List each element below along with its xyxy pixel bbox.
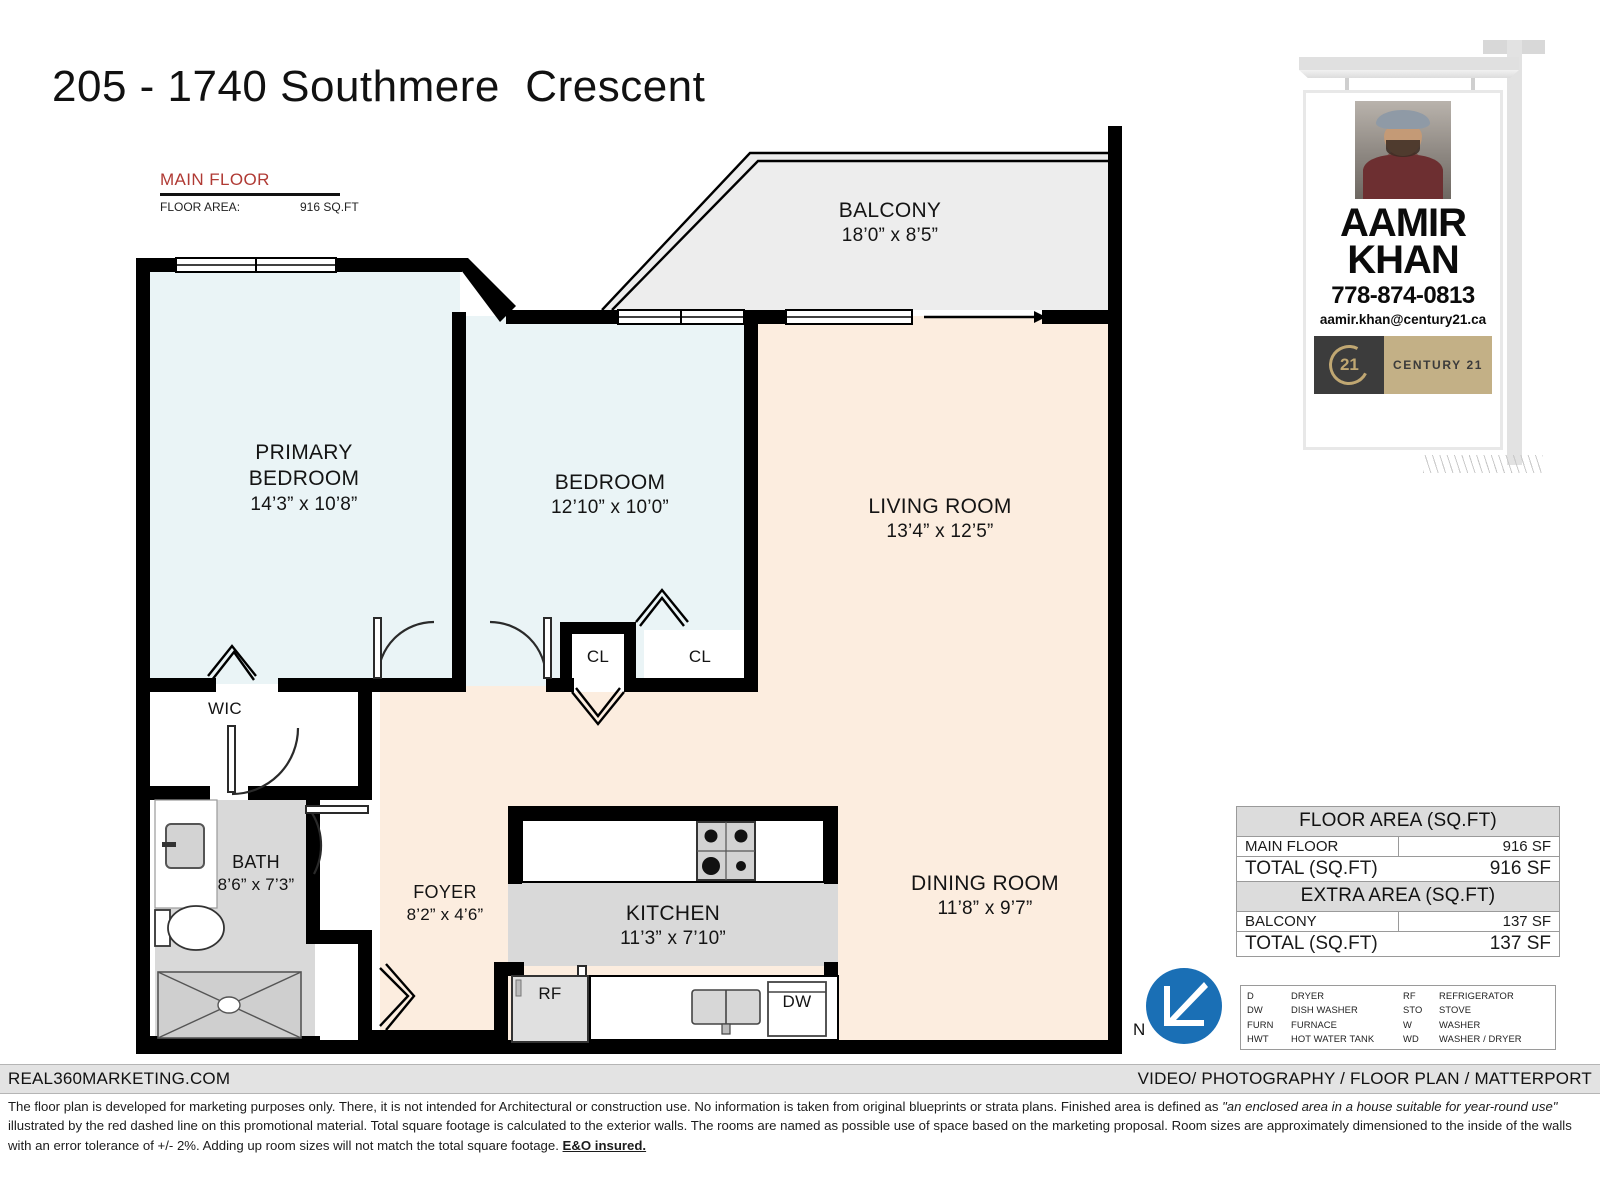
floor-area-total-value: 916 SF (1398, 856, 1560, 882)
disclaimer-text: The floor plan is developed for marketin… (8, 1097, 1592, 1155)
agent-name: AAMIR KHAN (1339, 201, 1467, 282)
doors (207, 588, 689, 1041)
brand-mark-text: 21 (1339, 354, 1359, 374)
extra-area-header: EXTRA AREA (SQ.FT) (1236, 881, 1560, 912)
sign-arm-shadow (1299, 70, 1519, 78)
abbrev-meaning: FURNACE (1291, 1018, 1338, 1030)
extra-area-total-label: TOTAL (SQ.FT) (1236, 931, 1398, 957)
kitchen-fixtures (511, 819, 839, 1043)
main-floor-area-label: FLOOR AREA: (160, 200, 241, 214)
abbrev-meaning2: REFRIGERATOR (1439, 990, 1514, 1001)
walls (136, 126, 1122, 1054)
balcony-floor (604, 153, 1122, 310)
floor-area-header: FLOOR AREA (SQ.FT) (1236, 806, 1560, 837)
floor-area-row-label: MAIN FLOOR (1236, 836, 1399, 857)
refrigerator-icon (511, 975, 589, 1043)
disclaimer-quote: "an enclosed area in a house suitable fo… (1222, 1099, 1558, 1114)
abbrev-code2: W (1403, 1018, 1412, 1030)
table-row: MAIN FLOOR 916 SF (1236, 836, 1560, 857)
table-row: BALCONY 137 SF (1236, 911, 1560, 932)
wic-floor (155, 684, 369, 794)
abbrev-meaning2: STOVE (1439, 1004, 1472, 1016)
abbrev-meaning: DISH WASHER (1291, 1004, 1358, 1016)
table-row: TOTAL (SQ.FT) 916 SF (1236, 856, 1560, 882)
abbrev-meaning: HOT WATER TANK (1291, 1032, 1375, 1044)
main-floor-caption: MAIN FLOOR FLOOR AREA: 916 SQ.FT (160, 170, 390, 214)
agent-last-name: KHAN (1347, 237, 1460, 282)
disclaimer-eo: E&O insured. (562, 1137, 647, 1153)
floor-area-row-value: 916 SF (1397, 836, 1560, 857)
ground-hatch (1423, 455, 1543, 473)
dishwasher-icon (767, 981, 827, 1037)
abbrev-code2: WD (1403, 1032, 1419, 1044)
kitchen-floor (508, 880, 838, 966)
brand-logo: 21 CENTURY 21 (1314, 335, 1492, 394)
page-title: 205 - 1740 Southmere Crescent (52, 62, 706, 111)
abbrev-code2: STO (1403, 1004, 1423, 1016)
extra-area-table: EXTRA AREA (SQ.FT) BALCONY 137 SF TOTAL … (1236, 881, 1560, 957)
shower-icon (157, 971, 302, 1039)
agent-sign-card: AAMIR KHAN 778-874-0813 aamir.khan@centu… (1303, 90, 1503, 450)
abbrev-code: D (1247, 990, 1254, 1001)
abbrev-meaning2: WASHER / DRYER (1439, 1032, 1522, 1044)
extra-area-total-value: 137 SF (1398, 931, 1560, 957)
closet1-floor (568, 630, 630, 692)
main-floor-area-row: FLOOR AREA: 916 SQ.FT (160, 200, 390, 214)
abbreviation-legend: D DRYER RF REFRIGERATOR DW DISH WASHER S… (1240, 985, 1556, 1050)
footer-services: VIDEO/ PHOTOGRAPHY / FLOOR PLAN / MATTER… (1137, 1069, 1592, 1088)
toilet-icon (154, 905, 225, 951)
sink-icon (691, 989, 761, 1035)
compass-icon (1146, 968, 1222, 1044)
floor-area-table: FLOOR AREA (SQ.FT) MAIN FLOOR 916 SF TOT… (1236, 806, 1560, 882)
disclaimer-part-2: illustrated by the red dashed line on th… (8, 1118, 1572, 1153)
footer-bar: REAL360MARKETING.COM VIDEO/ PHOTOGRAPHY … (0, 1064, 1600, 1094)
abbrev-code: HWT (1247, 1032, 1269, 1044)
agent-email[interactable]: aamir.khan@century21.ca (1319, 311, 1487, 327)
century21-mark-icon: 21 (1314, 335, 1384, 394)
extra-area-row-value: 137 SF (1397, 911, 1560, 932)
bath-fixtures (154, 799, 302, 1039)
abbrev-code: DW (1247, 1004, 1263, 1016)
sign-hanger-right (1471, 78, 1475, 92)
sign-post (1507, 40, 1522, 465)
abbrev-meaning2: WASHER (1439, 1018, 1481, 1030)
main-floor-heading: MAIN FLOOR (160, 170, 340, 196)
sign-hanger-left (1345, 78, 1349, 92)
abbrev-meaning: DRYER (1291, 990, 1325, 1001)
compass-north-label: N (1133, 1020, 1146, 1039)
sign-arm (1299, 57, 1519, 70)
brand-name: CENTURY 21 (1384, 335, 1492, 394)
table-row: TOTAL (SQ.FT) 137 SF (1236, 931, 1560, 957)
main-floor-area-value: 916 SQ.FT (300, 200, 359, 214)
avatar (1355, 101, 1451, 199)
primary-bedroom-floor (148, 258, 460, 686)
floor-area-total-label: TOTAL (SQ.FT) (1236, 856, 1398, 882)
disclaimer-part-1: The floor plan is developed for marketin… (8, 1099, 1223, 1114)
area-tables: FLOOR AREA (SQ.FT) MAIN FLOOR 916 SF TOT… (1236, 806, 1560, 957)
footer-website[interactable]: REAL360MARKETING.COM (8, 1069, 231, 1088)
abbrev-code: FURN (1247, 1018, 1274, 1030)
windows (175, 257, 1046, 325)
agent-phone[interactable]: 778-874-0813 (1331, 281, 1475, 309)
floor-plan-drawing: .w { fill:#000; } .thin { fill:none; str… (136, 126, 1122, 1054)
extra-area-row-label: BALCONY (1236, 911, 1399, 932)
agent-first-name: AAMIR (1339, 201, 1467, 245)
abbrev-code2: RF (1403, 990, 1416, 1001)
balcony-rail (601, 151, 1122, 311)
